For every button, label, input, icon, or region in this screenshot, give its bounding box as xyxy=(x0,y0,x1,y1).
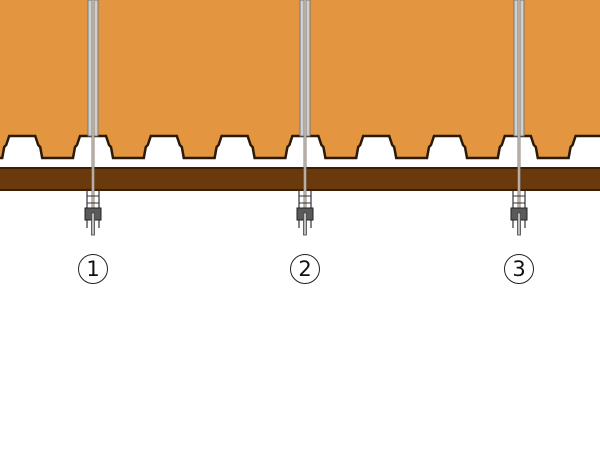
fastener-label-3: 3 xyxy=(504,254,534,284)
profiled-metal-deck xyxy=(0,134,600,160)
fastener-label-1: 1 xyxy=(78,254,108,284)
fastener-label-2: 2 xyxy=(290,254,320,284)
anchor-pin-1 xyxy=(91,212,95,236)
anchor-pin-2 xyxy=(303,212,307,236)
anchor-pin-3 xyxy=(517,212,521,236)
timber-board xyxy=(0,167,600,191)
